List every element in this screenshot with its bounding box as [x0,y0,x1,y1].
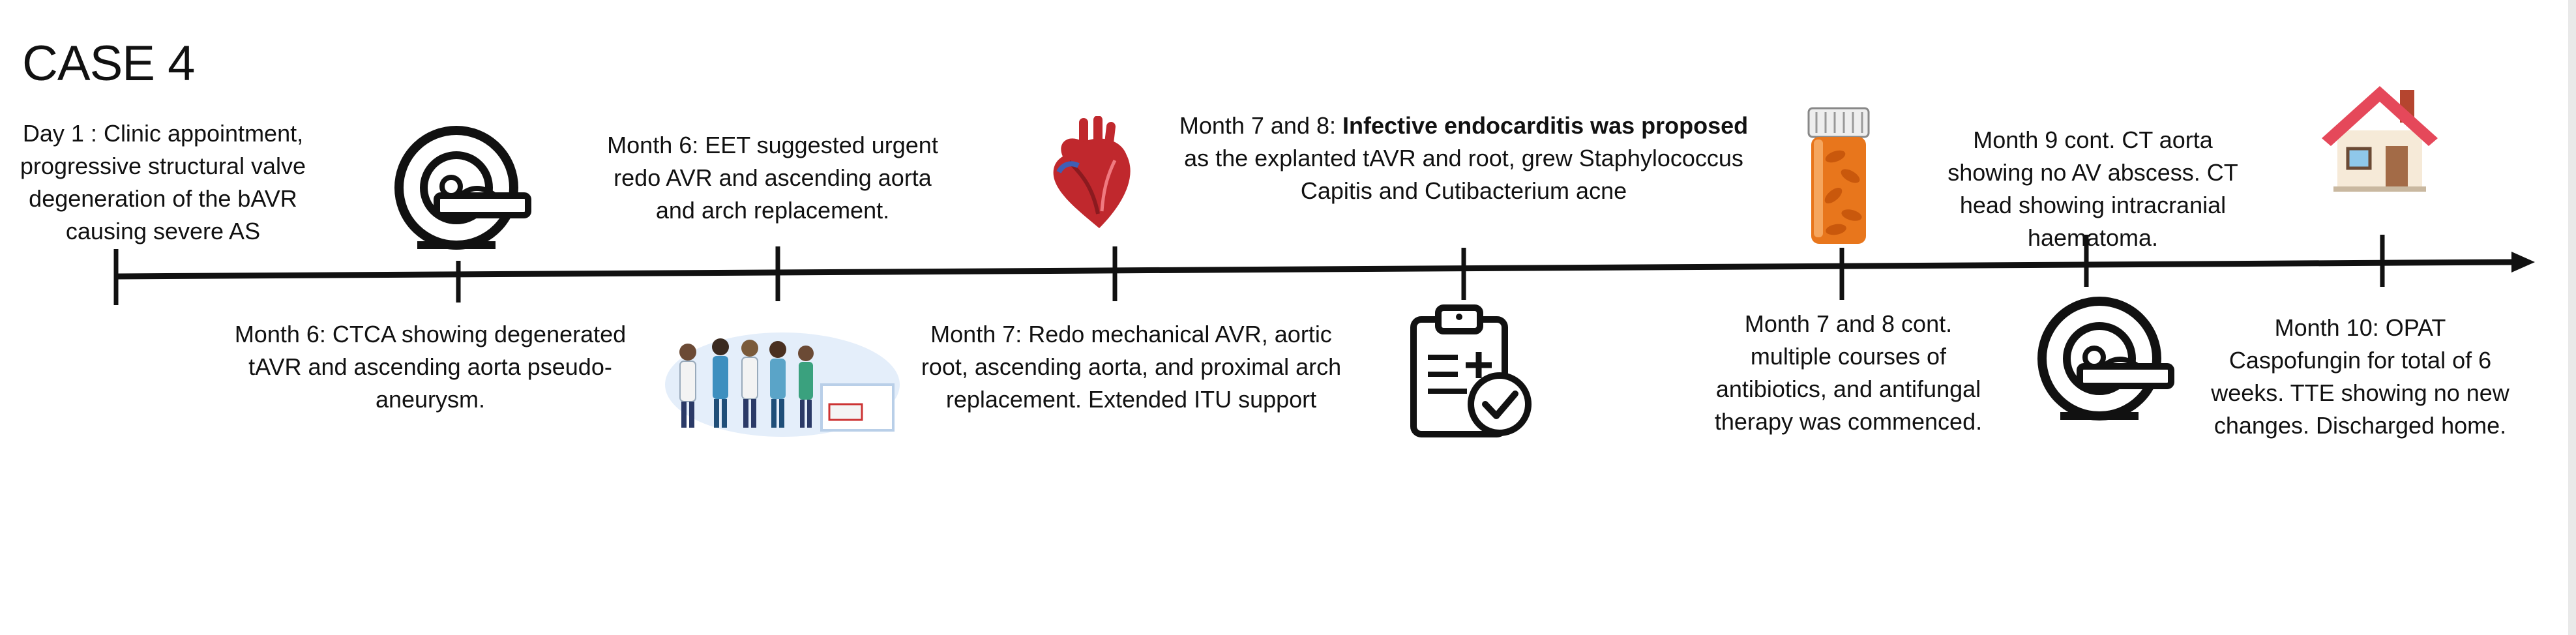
case-title: CASE 4 [22,36,195,91]
event-month7-8-endocarditis: Month 7 and 8: Infective endocarditis wa… [1179,112,1749,204]
clipboard-check-icon [1410,304,1532,437]
house-icon [2322,86,2438,192]
heart-icon [1053,116,1131,228]
pill-bottle-icon [1807,107,1870,244]
event-day1: Day 1 : Clinic appointment,progressive s… [20,120,306,244]
ct-scanner-icon [394,126,531,250]
event-month7-8-antibiotics: Month 7 and 8 cont.multiple courses of a… [1714,310,1983,435]
ct-scanner-icon [2037,297,2174,421]
page-edge [2568,0,2576,635]
medical-team-icon [665,332,900,437]
